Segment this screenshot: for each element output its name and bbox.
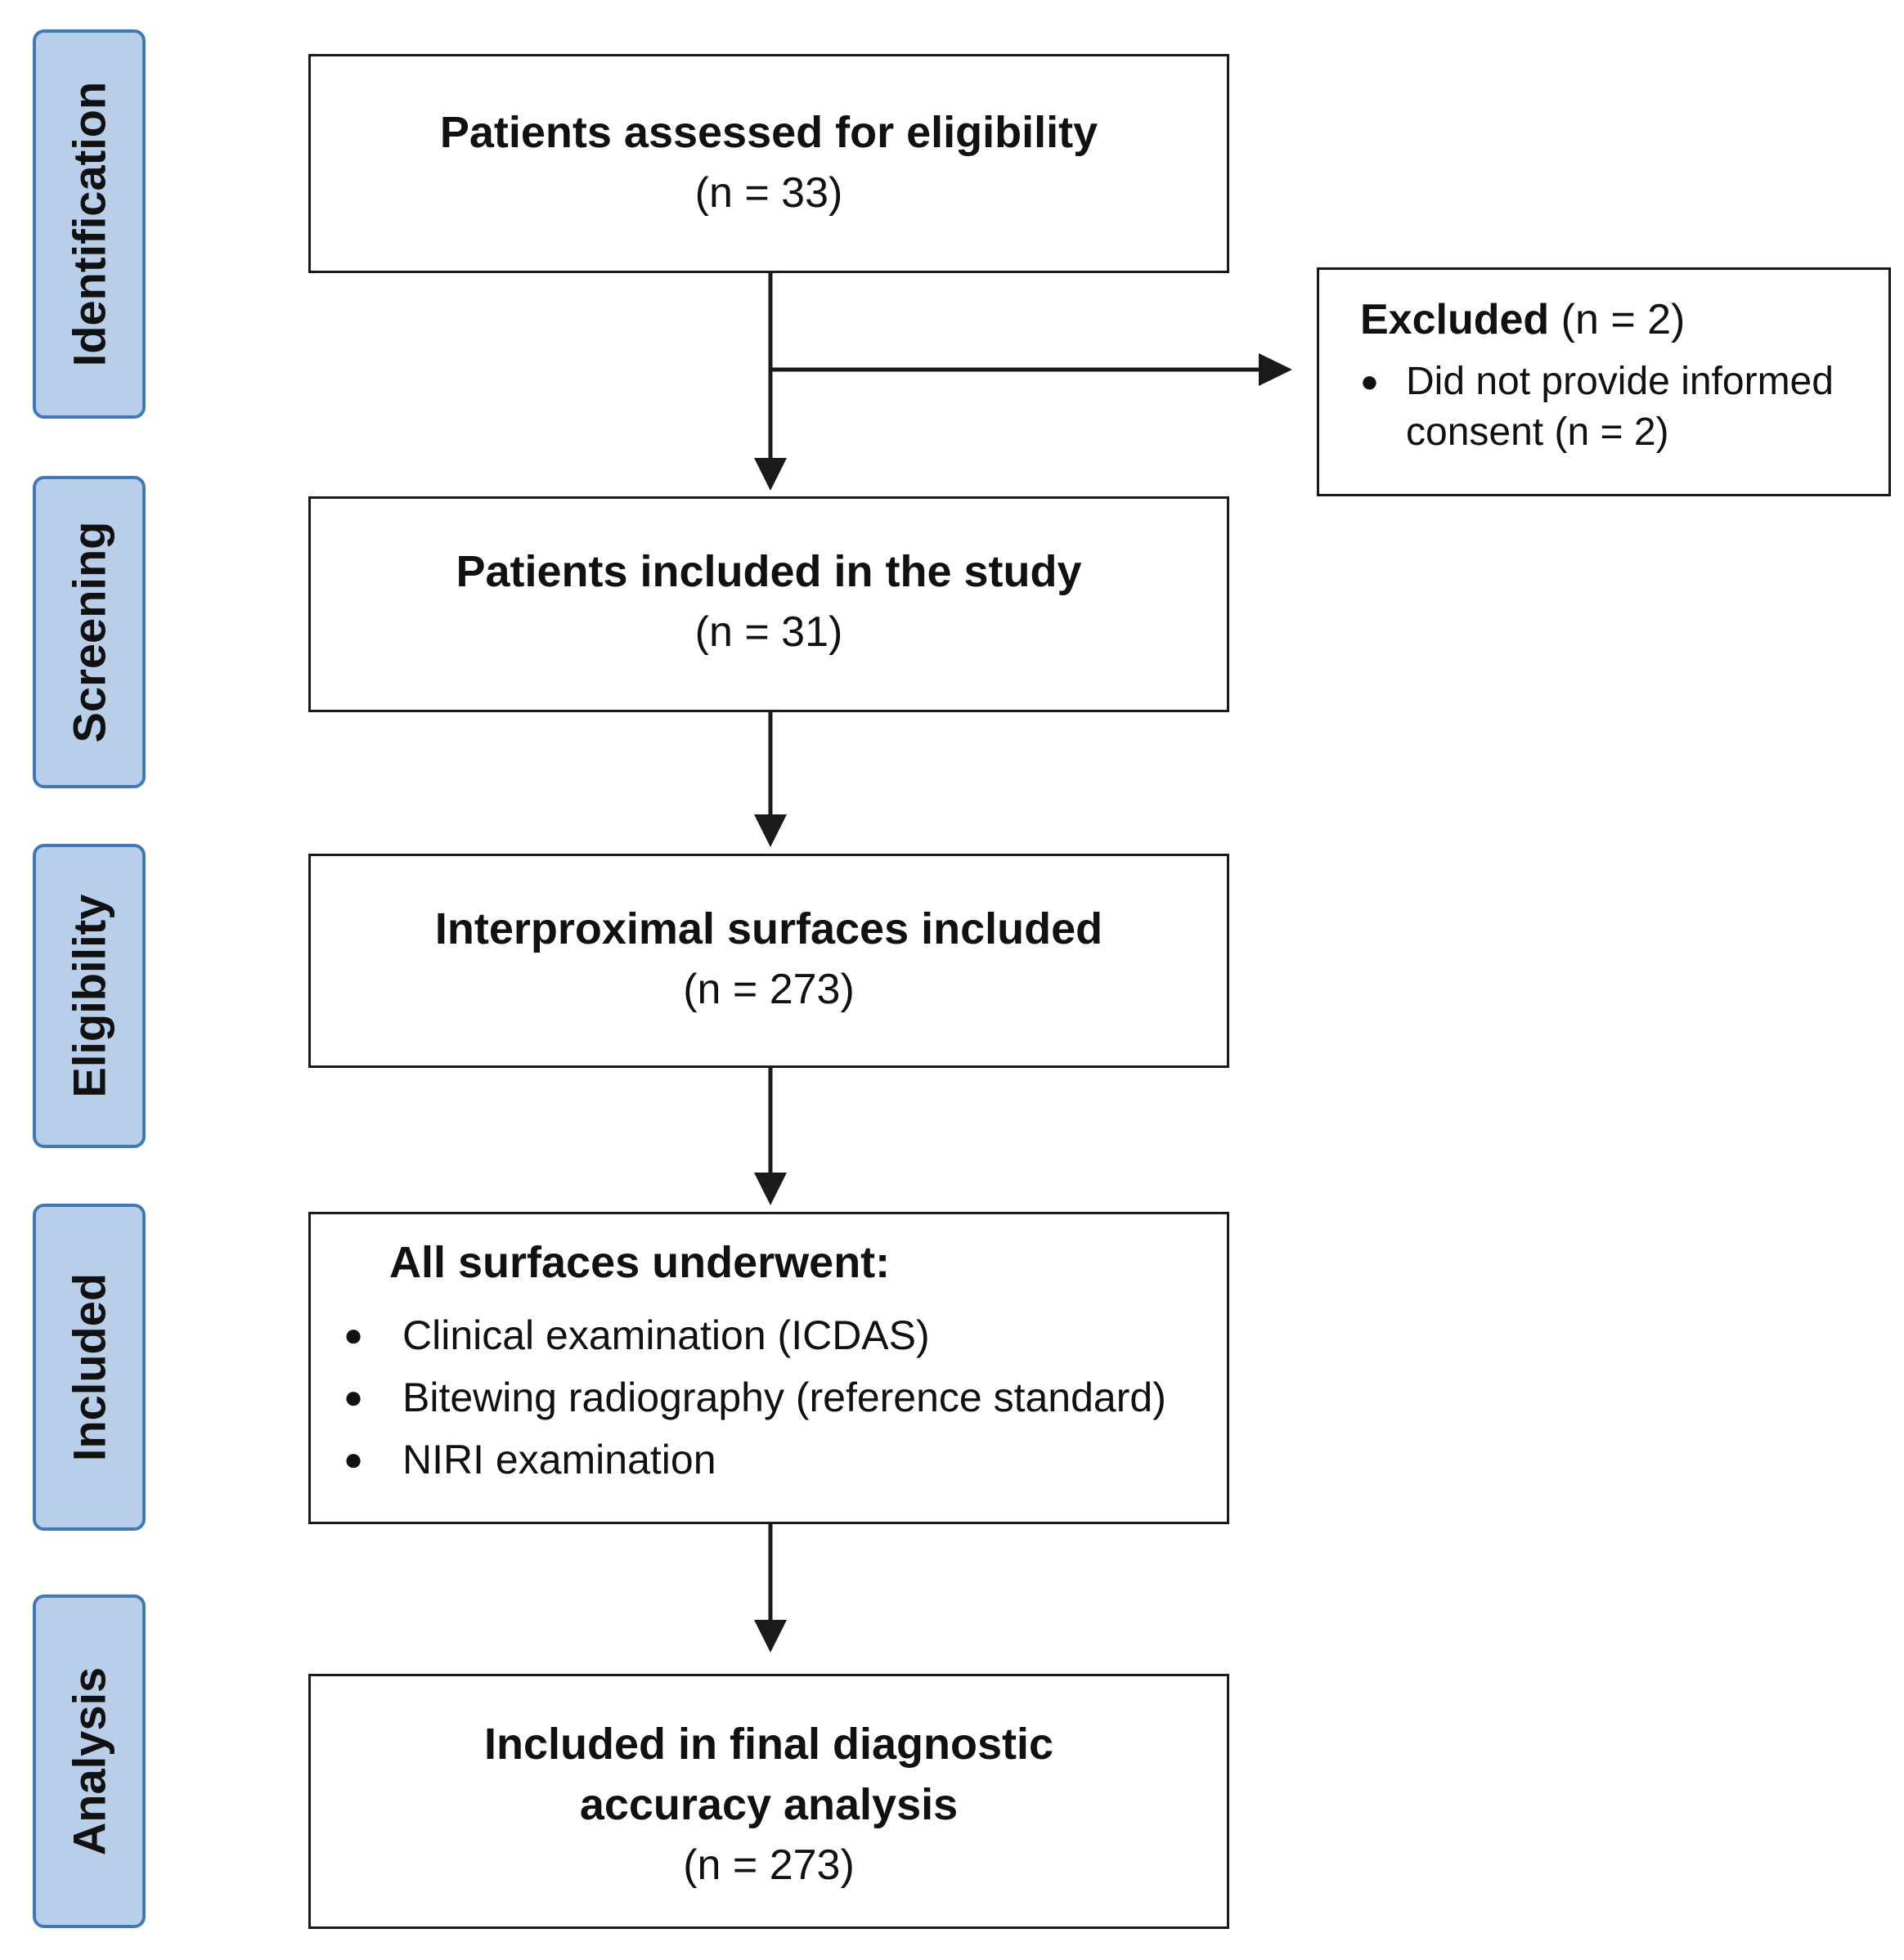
excluded-title: Excluded — [1360, 296, 1550, 343]
procedure-item: Bitewing radiography (reference standard… — [402, 1375, 1166, 1420]
procedure-item: Clinical examination (ICDAS) — [402, 1312, 930, 1358]
surfaces-title: Interproximal surfaces included — [434, 904, 1103, 953]
arrowhead-down — [754, 814, 787, 847]
stage-identification: Identification — [33, 29, 146, 419]
excluded-reason: ● Did not provide informed consent (n = … — [1360, 357, 1872, 458]
list-item: ● NIRI examination — [344, 1429, 1210, 1491]
list-item: ● Bitewing radiography (reference standa… — [344, 1366, 1210, 1429]
list-item: ● Clinical examination (ICDAS) — [344, 1304, 1210, 1366]
bullet-icon: ● — [344, 1317, 364, 1353]
bullet-icon: ● — [1360, 365, 1379, 399]
arrowhead-down — [754, 458, 787, 491]
procedures-list: ● Clinical examination (ICDAS) ● Bitewin… — [344, 1304, 1210, 1491]
arrowhead-down — [754, 1173, 787, 1205]
stage-eligibility: Eligibility — [33, 844, 146, 1148]
stage-screening: Screening — [33, 476, 146, 788]
procedures-title: All surfaces underwent: — [389, 1238, 891, 1287]
excluded-heading: Excluded (n = 2) — [1360, 291, 1872, 348]
analysis-count: (n = 273) — [683, 1841, 855, 1889]
arrowhead-down — [754, 1620, 787, 1653]
surfaces-count: (n = 273) — [683, 966, 855, 1013]
included-patients-title: Patients included in the study — [456, 547, 1082, 596]
surfaces-box: Interproximal surfaces included (n = 273… — [308, 854, 1229, 1068]
procedures-box: All surfaces underwent: ● Clinical exami… — [308, 1212, 1229, 1524]
assessed-box: Patients assessed for eligibility (n = 3… — [308, 54, 1229, 273]
excluded-count: (n = 2) — [1560, 296, 1686, 343]
assessed-title: Patients assessed for eligibility — [439, 108, 1098, 157]
stage-analysis: Analysis — [33, 1594, 146, 1928]
included-patients-count: (n = 31) — [694, 608, 843, 656]
analysis-title-line2: accuracy analysis — [579, 1780, 959, 1829]
assessed-count: (n = 33) — [694, 169, 843, 217]
excluded-box: Excluded (n = 2) ● Did not provide infor… — [1317, 267, 1891, 496]
procedure-item: NIRI examination — [402, 1437, 716, 1482]
excluded-reason-line1: Did not provide informed — [1406, 360, 1834, 403]
stage-included: Included — [33, 1204, 146, 1531]
analysis-title-line1: Included in final diagnostic — [483, 1720, 1054, 1769]
analysis-box: Included in final diagnostic accuracy an… — [308, 1674, 1229, 1929]
excluded-reason-line2: consent (n = 2) — [1406, 410, 1669, 454]
arrowhead-right — [1259, 353, 1292, 386]
bullet-icon: ● — [344, 1442, 364, 1478]
bullet-icon: ● — [344, 1379, 364, 1415]
included-patients-box: Patients included in the study (n = 31) — [308, 496, 1229, 712]
